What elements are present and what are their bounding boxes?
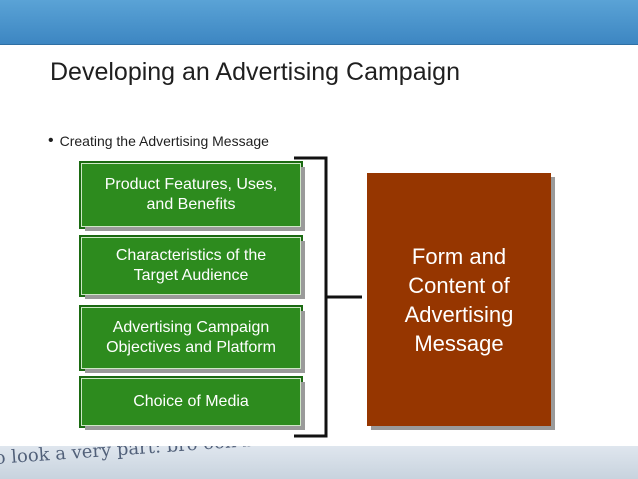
bracket-line [294,158,326,436]
output-box-advertising-message: Form and Content of Advertising Message [367,173,551,426]
background-text: o look a very part: bro oon browsing w b… [0,446,638,469]
decorative-text-background: o look a very part: bro oon browsing w b… [0,446,638,479]
